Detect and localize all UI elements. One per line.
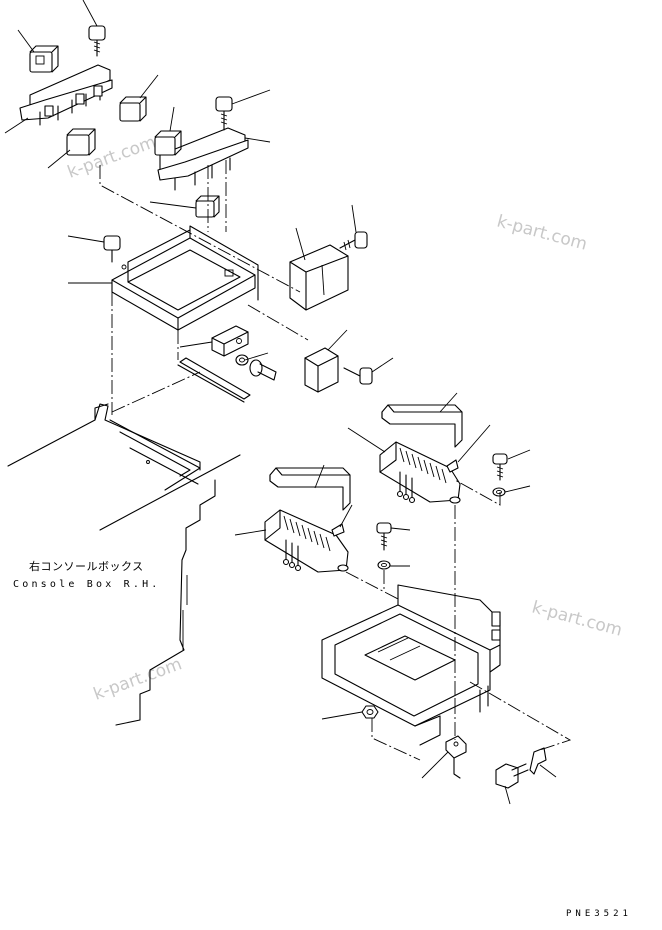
relay-middle-left	[154, 130, 182, 156]
nut-tray	[361, 705, 379, 719]
watermark-4: k-part.com	[91, 654, 185, 704]
watermark-2: k-part.com	[495, 212, 590, 255]
console-box-label-en: Console Box R.H.	[13, 579, 161, 590]
bolt-upper-left	[88, 25, 106, 57]
relay-frame-lower	[211, 325, 249, 357]
clip-1	[446, 459, 459, 473]
fuse-box-cover-2	[269, 467, 351, 511]
console-box-label-jp: 右コンソールボックス	[29, 560, 144, 573]
washer-fuse-2	[377, 560, 391, 570]
clamp-tray	[445, 735, 467, 779]
watermark-3: k-part.com	[530, 598, 625, 641]
screw-lower	[249, 359, 277, 381]
clamp-strip	[177, 357, 251, 403]
console-tray	[321, 584, 501, 746]
clip-2	[331, 523, 345, 537]
relay-bracket-upper	[19, 64, 113, 126]
fuse-box-1	[379, 441, 461, 504]
screw-fuse-1	[492, 453, 508, 481]
relay-middle-lower	[195, 195, 220, 218]
relay-box-small	[304, 347, 339, 393]
clip-tray	[529, 747, 547, 775]
fuse-box-2	[264, 509, 349, 573]
drawing-code: PNE3521	[566, 909, 632, 919]
screw-fuse-2	[376, 522, 392, 551]
bolt-tray	[495, 763, 529, 789]
bolt-frame-left	[103, 235, 121, 263]
relay-upper-right	[119, 96, 147, 122]
leader-lines	[4, 0, 557, 805]
relay-upper-lower	[66, 128, 96, 156]
relay-bracket-middle	[157, 127, 249, 191]
washer-fuse-1	[492, 487, 506, 497]
washer-small	[235, 354, 249, 366]
relay-box-large	[289, 244, 349, 311]
relay-upper-left	[29, 45, 59, 73]
assembly-lines	[99, 160, 572, 761]
bolt-middle	[215, 96, 233, 131]
bolt-relay-box	[339, 231, 368, 251]
fuse-box-cover-1	[381, 404, 463, 448]
frame-bracket	[111, 225, 259, 331]
bolt-relay-small	[343, 367, 373, 385]
console-floor-left	[7, 403, 241, 726]
